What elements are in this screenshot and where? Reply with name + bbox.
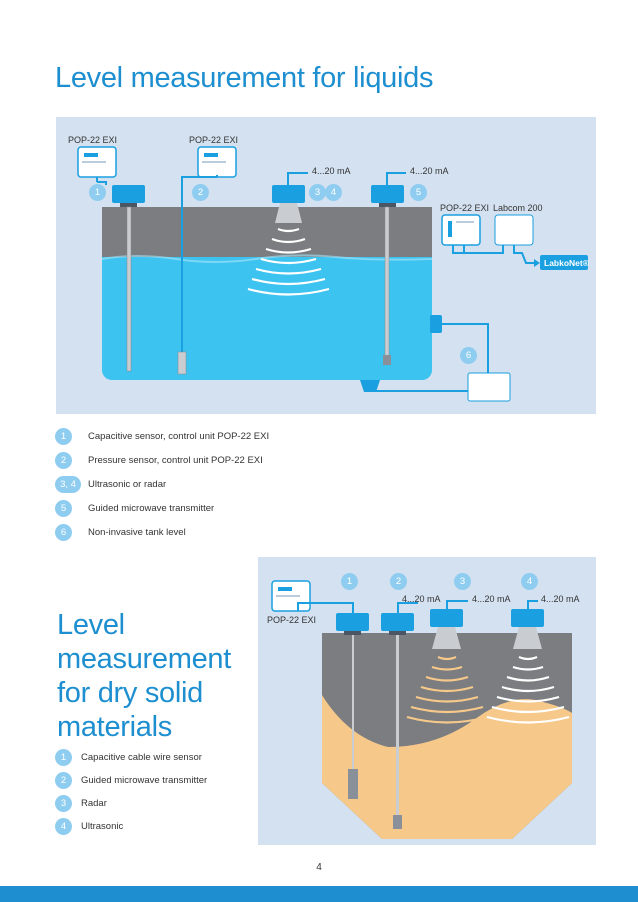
pop-label: POP-22 EXI: [267, 615, 317, 625]
legend-text: Capacitive cable wire sensor: [81, 752, 202, 763]
page-title-solids: Level measurement for dry solid material…: [57, 609, 231, 743]
pop-label-1: POP-22 EXI: [68, 135, 118, 145]
marker-4: 4: [521, 573, 538, 590]
marker-3: 3: [454, 573, 471, 590]
solids-legend-3: 3 Radar: [55, 795, 107, 812]
control-unit-3: [441, 214, 481, 246]
legend-marker: 1: [55, 428, 72, 445]
control-unit-2: [181, 146, 237, 372]
marker-4: 4: [325, 184, 342, 201]
marker-2: 2: [192, 184, 209, 201]
pop-label-2: POP-22 EXI: [189, 135, 239, 145]
tank-liquid: [102, 257, 432, 380]
legend-marker: 6: [55, 524, 72, 541]
liquids-legend-2: 2 Pressure sensor, control unit POP-22 E…: [55, 452, 263, 469]
current-label-1: 4...20 mA: [312, 166, 351, 176]
marker-5: 5: [410, 184, 427, 201]
legend-marker: 5: [55, 500, 72, 517]
current-label-2: 4...20 mA: [410, 166, 449, 176]
marker-2: 2: [390, 573, 407, 590]
current-label-3: 4...20 mA: [541, 594, 580, 604]
solids-legend-1: 1 Capacitive cable wire sensor: [55, 749, 202, 766]
liquids-legend-1: 1 Capacitive sensor, control unit POP-22…: [55, 428, 269, 445]
liquids-legend-4: 5 Guided microwave transmitter: [55, 500, 214, 517]
labcom-label: Labcom 200: [493, 203, 543, 213]
current-label-2: 4...20 mA: [472, 594, 511, 604]
marker-3: 3: [309, 184, 326, 201]
solids-diagram-panel: POP-22 EXI 4...20 mA 4...20 mA 4...20 mA…: [258, 557, 596, 845]
legend-text: Guided microwave transmitter: [88, 503, 215, 514]
solids-diagram: [271, 580, 572, 839]
legend-text: Capacitive sensor, control unit POP-22 E…: [88, 431, 270, 442]
solid-material: [322, 695, 572, 839]
legend-marker: 4: [55, 818, 72, 835]
legend-text: Pressure sensor, control unit POP-22 EXI: [88, 455, 263, 466]
page-title-liquids: Level measurement for liquids: [55, 62, 434, 94]
legend-text: Ultrasonic: [81, 821, 124, 832]
liquids-legend-3: 3, 4 Ultrasonic or radar: [55, 476, 166, 493]
footer-bar: [0, 886, 638, 902]
legend-marker: 3, 4: [55, 476, 81, 493]
marker-1: 1: [89, 184, 106, 201]
control-unit-1: [77, 146, 117, 185]
pop-label-3: POP-22 EXI: [440, 203, 490, 213]
non-invasive-unit: [467, 372, 511, 402]
solids-legend-2: 2 Guided microwave transmitter: [55, 772, 207, 789]
liquids-diagram-panel: POP-22 EXI POP-22 EXI 4...20 mA 4...20 m…: [56, 117, 596, 414]
legend-text: Guided microwave transmitter: [81, 775, 208, 786]
legend-marker: 2: [55, 452, 72, 469]
legend-marker: 1: [55, 749, 72, 766]
current-label-1: 4...20 mA: [402, 594, 441, 604]
legend-text: Ultrasonic or radar: [88, 479, 167, 490]
liquids-diagram: [77, 146, 588, 402]
labkonet-label: LabkoNet®: [544, 258, 589, 268]
legend-marker: 3: [55, 795, 72, 812]
page-number: 4: [316, 862, 322, 873]
legend-text: Radar: [81, 798, 107, 809]
ultrasonic-sensor: [247, 185, 330, 296]
legend-marker: 2: [55, 772, 72, 789]
labcom-unit: [494, 214, 534, 246]
liquids-legend-5: 6 Non-invasive tank level: [55, 524, 186, 541]
legend-text: Non-invasive tank level: [88, 527, 186, 538]
marker-1: 1: [341, 573, 358, 590]
marker-6: 6: [460, 347, 477, 364]
labkonet-badge: [540, 255, 588, 270]
solids-legend-4: 4 Ultrasonic: [55, 818, 123, 835]
